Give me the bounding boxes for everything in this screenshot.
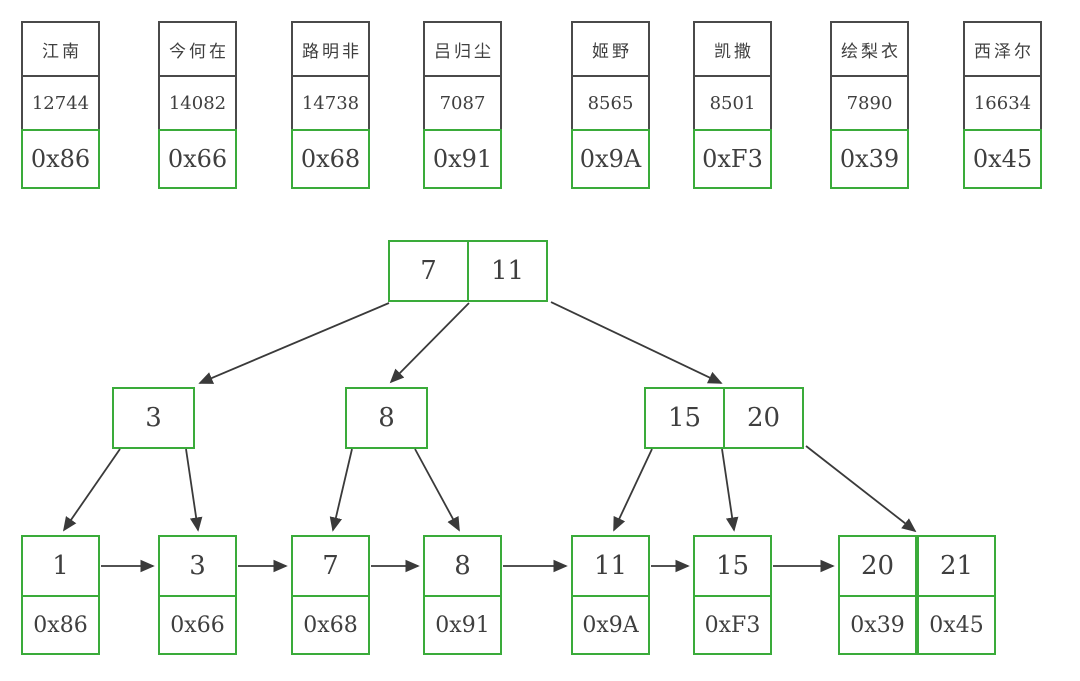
record-name: 今何在 [158, 21, 237, 77]
record-address: 0x91 [423, 129, 502, 189]
edge-root-to-1520 [550, 301, 723, 384]
record-value: 8565 [571, 75, 650, 131]
record-card: 凯撒 8501 0xF3 [693, 21, 772, 189]
record-address: 0xF3 [693, 129, 772, 189]
leaf-node: 20 0x39 [838, 535, 917, 655]
leaf-node: 1 0x86 [21, 535, 100, 655]
record-card: 今何在 14082 0x66 [158, 21, 237, 189]
tree-root-node: 7 11 [388, 240, 548, 302]
edge-8-to-leaf8 [414, 448, 460, 532]
leaf-address: 0x91 [423, 595, 502, 655]
record-value: 7890 [830, 75, 909, 131]
root-key: 11 [467, 240, 548, 302]
record-value: 16634 [963, 75, 1042, 131]
internal-key: 20 [723, 387, 804, 449]
leaf-address: 0x9A [571, 595, 650, 655]
record-value: 14738 [291, 75, 370, 131]
root-key: 7 [388, 240, 469, 302]
leaf-key: 1 [21, 535, 100, 597]
edge-8-to-leaf7 [329, 448, 353, 532]
record-name: 江南 [21, 21, 100, 77]
edge-1520-to-leaf15 [721, 448, 739, 532]
record-card: 路明非 14738 0x68 [291, 21, 370, 189]
edge-3-to-leaf1 [62, 448, 121, 532]
leaf-key: 21 [917, 535, 996, 597]
leaf-key: 8 [423, 535, 502, 597]
record-address: 0x9A [571, 129, 650, 189]
edge-1520-to-leaf20 [805, 445, 917, 533]
leaf-address: 0x68 [291, 595, 370, 655]
record-card: 西泽尔 16634 0x45 [963, 21, 1042, 189]
internal-key: 8 [345, 387, 428, 449]
leaf-address: 0x39 [838, 595, 917, 655]
record-name: 吕归尘 [423, 21, 502, 77]
record-name: 姬野 [571, 21, 650, 77]
internal-node: 8 [345, 387, 428, 449]
record-card: 江南 12744 0x86 [21, 21, 100, 189]
leaf-node: 15 0xF3 [693, 535, 772, 655]
leaf-node: 11 0x9A [571, 535, 650, 655]
edge-root-to-3 [198, 302, 390, 384]
leaf-node: 21 0x45 [917, 535, 996, 655]
record-address: 0x66 [158, 129, 237, 189]
leaf-key: 3 [158, 535, 237, 597]
record-address: 0x45 [963, 129, 1042, 189]
record-name: 凯撒 [693, 21, 772, 77]
leaf-key: 11 [571, 535, 650, 597]
internal-key: 3 [112, 387, 195, 449]
internal-key: 15 [644, 387, 725, 449]
leaf-address: 0x86 [21, 595, 100, 655]
leaf-key: 20 [838, 535, 917, 597]
record-name: 西泽尔 [963, 21, 1042, 77]
edge-root-to-8 [389, 302, 470, 384]
record-address: 0x86 [21, 129, 100, 189]
record-value: 7087 [423, 75, 502, 131]
leaf-address: 0xF3 [693, 595, 772, 655]
leaf-node: 8 0x91 [423, 535, 502, 655]
leaf-address: 0x45 [917, 595, 996, 655]
leaf-node: 3 0x66 [158, 535, 237, 655]
leaf-key: 7 [291, 535, 370, 597]
leaf-node-double: 20 0x39 21 0x45 [838, 535, 996, 655]
record-card: 姬野 8565 0x9A [571, 21, 650, 189]
record-address: 0x39 [830, 129, 909, 189]
record-address: 0x68 [291, 129, 370, 189]
internal-node: 15 20 [644, 387, 804, 449]
record-value: 8501 [693, 75, 772, 131]
record-value: 12744 [21, 75, 100, 131]
record-name: 路明非 [291, 21, 370, 77]
record-value: 14082 [158, 75, 237, 131]
edge-1520-to-leaf11 [613, 448, 653, 532]
leaf-key: 15 [693, 535, 772, 597]
edge-3-to-leaf3 [185, 448, 203, 532]
leaf-address: 0x66 [158, 595, 237, 655]
record-card: 绘梨衣 7890 0x39 [830, 21, 909, 189]
internal-node: 3 [112, 387, 195, 449]
record-card: 吕归尘 7087 0x91 [423, 21, 502, 189]
record-name: 绘梨衣 [830, 21, 909, 77]
leaf-node: 7 0x68 [291, 535, 370, 655]
